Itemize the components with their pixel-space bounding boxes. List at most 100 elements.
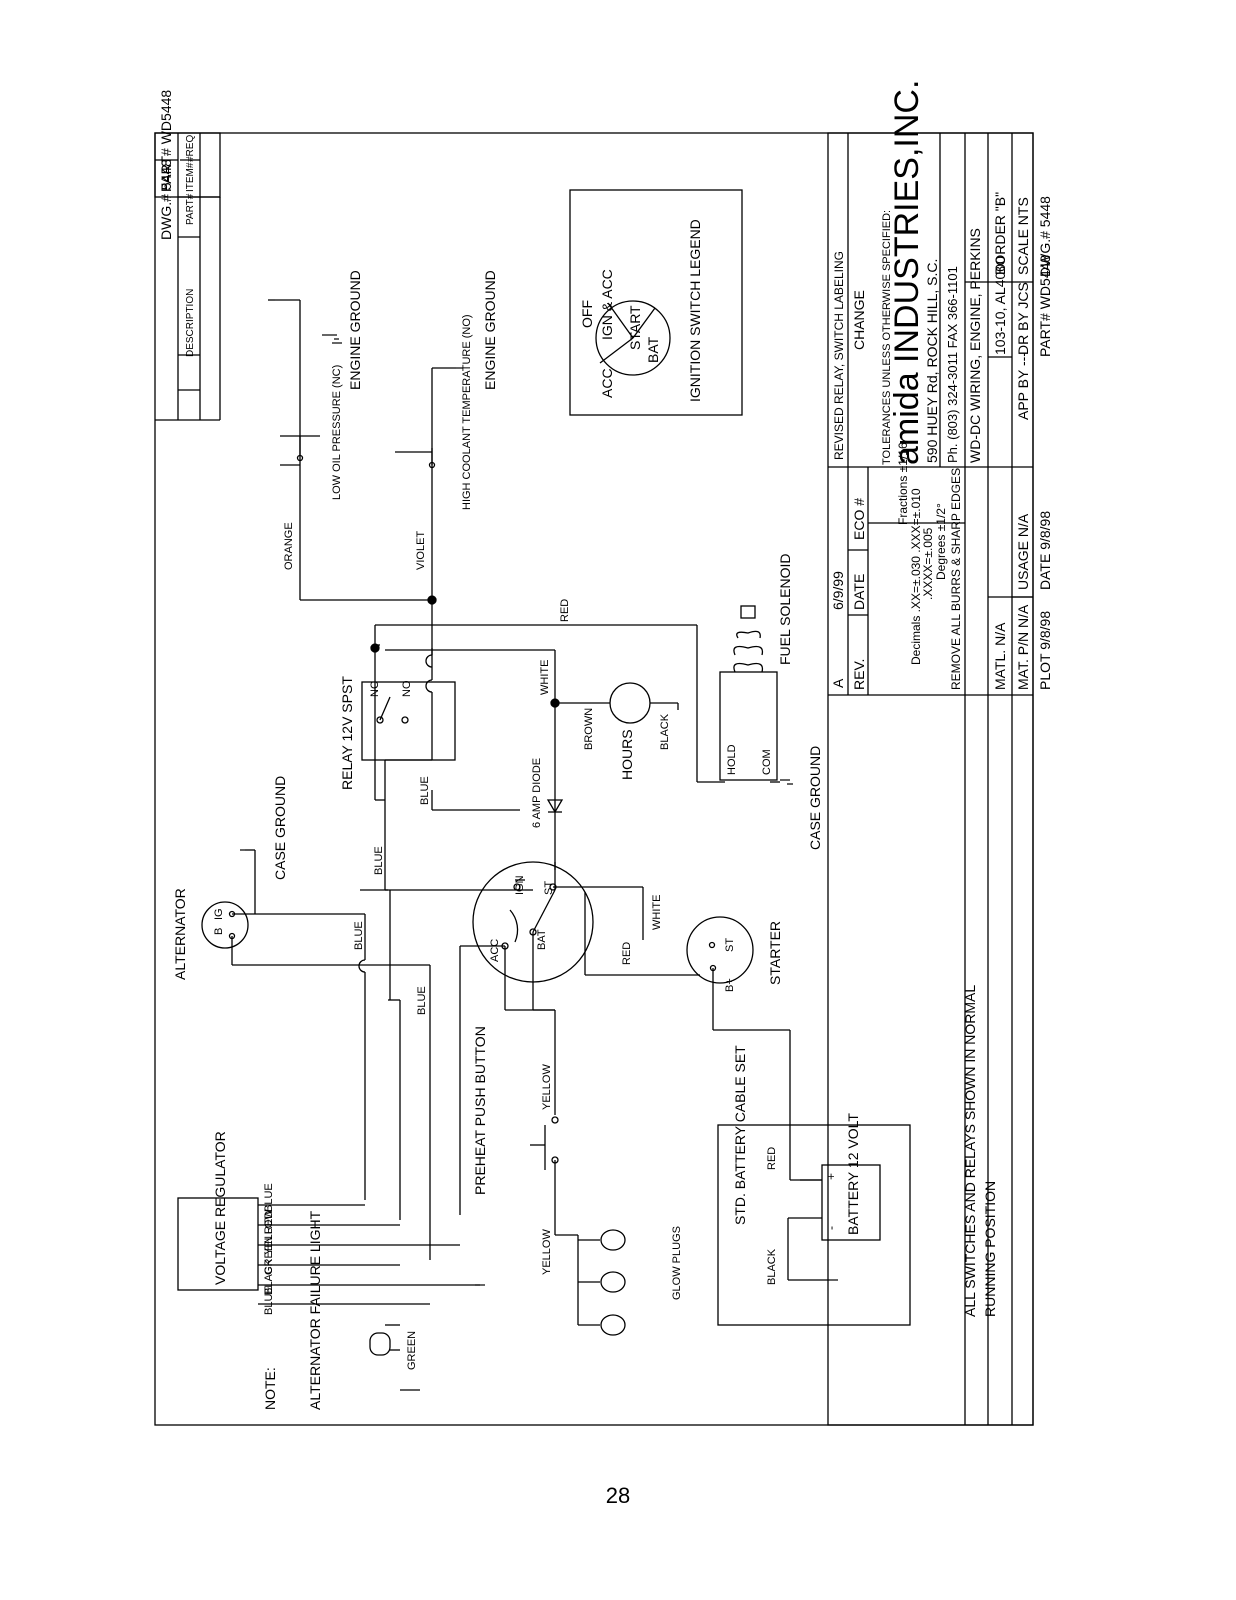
note-text-1: ALL SWITCHES AND RELAYS SHOWN IN NORMAL — [962, 985, 978, 1317]
label-bat: BAT — [536, 929, 548, 950]
company-phone: Ph. (803) 324-3011 FAX 366-1101 — [945, 266, 960, 463]
wire-black-battery: BLACK — [766, 1248, 778, 1285]
rev-a-date: 6/9/99 — [830, 571, 846, 610]
label-relay: RELAY 12V SPST — [339, 676, 355, 790]
label-battery-minus: - — [824, 1226, 838, 1230]
wire-green: GREEN — [406, 1331, 418, 1370]
wire-red-battery: RED — [766, 1147, 778, 1170]
label-starter: STARTER — [767, 921, 783, 985]
title-usage: USAGE N/A — [1015, 513, 1031, 590]
wire-blue-relay: BLUE — [419, 776, 431, 805]
reg-wire-2: YELLOW — [263, 1209, 275, 1255]
wire-red-bp: RED — [621, 942, 633, 965]
title-part: PART# WD5448 — [1037, 255, 1053, 357]
battery-symbol — [821, 1164, 881, 1241]
label-case-ground-alt: CASE GROUND — [272, 776, 288, 880]
bom-req: #REQ — [185, 135, 196, 162]
label-st: ST — [543, 881, 555, 895]
label-low-oil: LOW OIL PRESSURE (NC) — [331, 365, 343, 500]
regulator-wire-labels: BLUE RED YELLOW GREEN BLACK BLUE — [263, 1183, 275, 1315]
title-matl: MATL. N/A — [992, 622, 1008, 690]
label-alternator: ALTERNATOR — [172, 888, 188, 980]
label-battery-plus: + — [824, 1173, 838, 1180]
voltage-regulator-box — [177, 1197, 259, 1291]
battery-cable-box — [717, 1124, 911, 1326]
reg-wire-1: RED — [263, 1211, 275, 1234]
label-battery-set: STD. BATTERY CABLE SET — [732, 1045, 748, 1225]
label-fuel-solenoid: FUEL SOLENOID — [777, 553, 793, 665]
label-ign: IGN — [514, 875, 526, 895]
eco-label: ECO # — [851, 498, 867, 540]
bom-item: ITEM# — [185, 162, 196, 192]
starter-body — [686, 916, 754, 984]
wire-brown: BROWN — [583, 708, 595, 750]
wire-yellow-bottom: YELLOW — [541, 1229, 553, 1275]
label-relay-no: NO — [401, 680, 413, 697]
wire-red-top: RED — [559, 599, 571, 622]
bom-part: PART# WD5448 — [158, 90, 174, 192]
legend-ign-acc: IGN & ACC — [599, 269, 615, 340]
company-address: 590 HUEY Rd, ROCK HILL, S.C. — [924, 259, 940, 463]
label-starter-bp: B+ — [724, 978, 736, 992]
reg-wire-3: GREEN — [263, 1236, 275, 1275]
tolerance-degrees: Degrees ±1/2° — [934, 503, 948, 580]
ignition-legend-box — [569, 189, 743, 416]
wire-violet: VIOLET — [415, 531, 427, 570]
label-starter-st: ST — [724, 938, 736, 952]
label-alt-ig: IG — [213, 908, 225, 920]
wire-orange: ORANGE — [283, 522, 295, 570]
label-voltage-regulator: VOLTAGE REGULATOR — [212, 1131, 228, 1285]
label-case-ground-solenoid: CASE GROUND — [807, 746, 823, 850]
label-diode: 6 AMP DIODE — [531, 758, 543, 828]
wire-blue-left: BLUE — [373, 846, 385, 875]
label-hours: HOURS — [619, 729, 635, 780]
note-prefix: NOTE: — [262, 1367, 278, 1410]
title-matpn: MAT. P/N N/A — [1015, 604, 1031, 690]
tolerance-xxxx: .XXXX=±.005 — [921, 527, 935, 600]
legend-acc: ACC — [599, 368, 615, 398]
legend-start: START — [627, 305, 643, 350]
legend-bat: BAT — [645, 336, 661, 363]
drawing-title: WD-DC WIRING, ENGINE, PERKINS — [967, 228, 983, 463]
drawing-border-size: BORDER "B" — [992, 192, 1008, 275]
wire-blue-alt: BLUE — [353, 921, 365, 950]
title-date: DATE 9/8/98 — [1037, 511, 1053, 590]
rev-a-change: REVISED RELAY, SWITCH LABELING — [832, 251, 846, 460]
label-battery: BATTERY 12 VOLT — [845, 1113, 861, 1235]
note-text-2: RUNNING POSITION — [982, 1181, 998, 1317]
label-high-coolant: HIGH COOLANT TEMPERATURE (NO) — [461, 314, 473, 510]
change-label: CHANGE — [851, 290, 867, 350]
approved-by: APP BY --- — [1015, 352, 1031, 420]
label-acc: ACC — [489, 939, 501, 962]
bom-desc: DESCRIPTION — [185, 289, 196, 357]
page-number: 28 — [605, 1483, 631, 1508]
label-com: COM — [761, 749, 773, 775]
relay-box — [361, 681, 456, 761]
reg-wire-0: BLUE — [263, 1183, 275, 1212]
wire-white-st: WHITE — [651, 895, 663, 930]
drawing-scale: SCALE NTS — [1015, 197, 1031, 275]
label-relay-nc: NC — [369, 681, 381, 697]
reg-wire-5: BLUE — [263, 1286, 275, 1315]
wire-black-hours: BLACK — [659, 713, 671, 750]
alternator-body — [201, 901, 249, 949]
rev-label: REV. — [851, 659, 867, 690]
rev-a: A — [830, 678, 846, 688]
tolerance-decimals: Decimals .XX=±.030 .XXX=±.010 — [909, 488, 923, 665]
label-alt-fail-light: ALTERNATOR FAILURE LIGHT — [307, 1210, 323, 1410]
company-name: amida INDUSTRIES,INC. — [888, 80, 926, 465]
label-hold: HOLD — [726, 744, 738, 775]
wire-yellow-top: YELLOW — [541, 1064, 553, 1110]
bom-part-col: PART# — [185, 193, 196, 225]
fuel-solenoid-body — [719, 671, 778, 781]
drawing-models: 103-10, AL4000 — [992, 256, 1008, 355]
tolerance-fractions: Fractions ±1/16 — [896, 442, 910, 525]
drawn-by: DR BY JCS — [1015, 282, 1031, 355]
date-label: DATE — [851, 574, 867, 610]
bom-dwg: DWG.# 5448 — [158, 159, 174, 240]
label-engine-ground-coolant: ENGINE GROUND — [482, 270, 498, 390]
remove-burrs: REMOVE ALL BURRS & SHARP EDGES — [949, 468, 963, 690]
tolerance-title: TOLERANCES UNLESS OTHERWISE SPECIFIED: — [881, 210, 893, 465]
legend-off: OFF — [579, 300, 595, 328]
